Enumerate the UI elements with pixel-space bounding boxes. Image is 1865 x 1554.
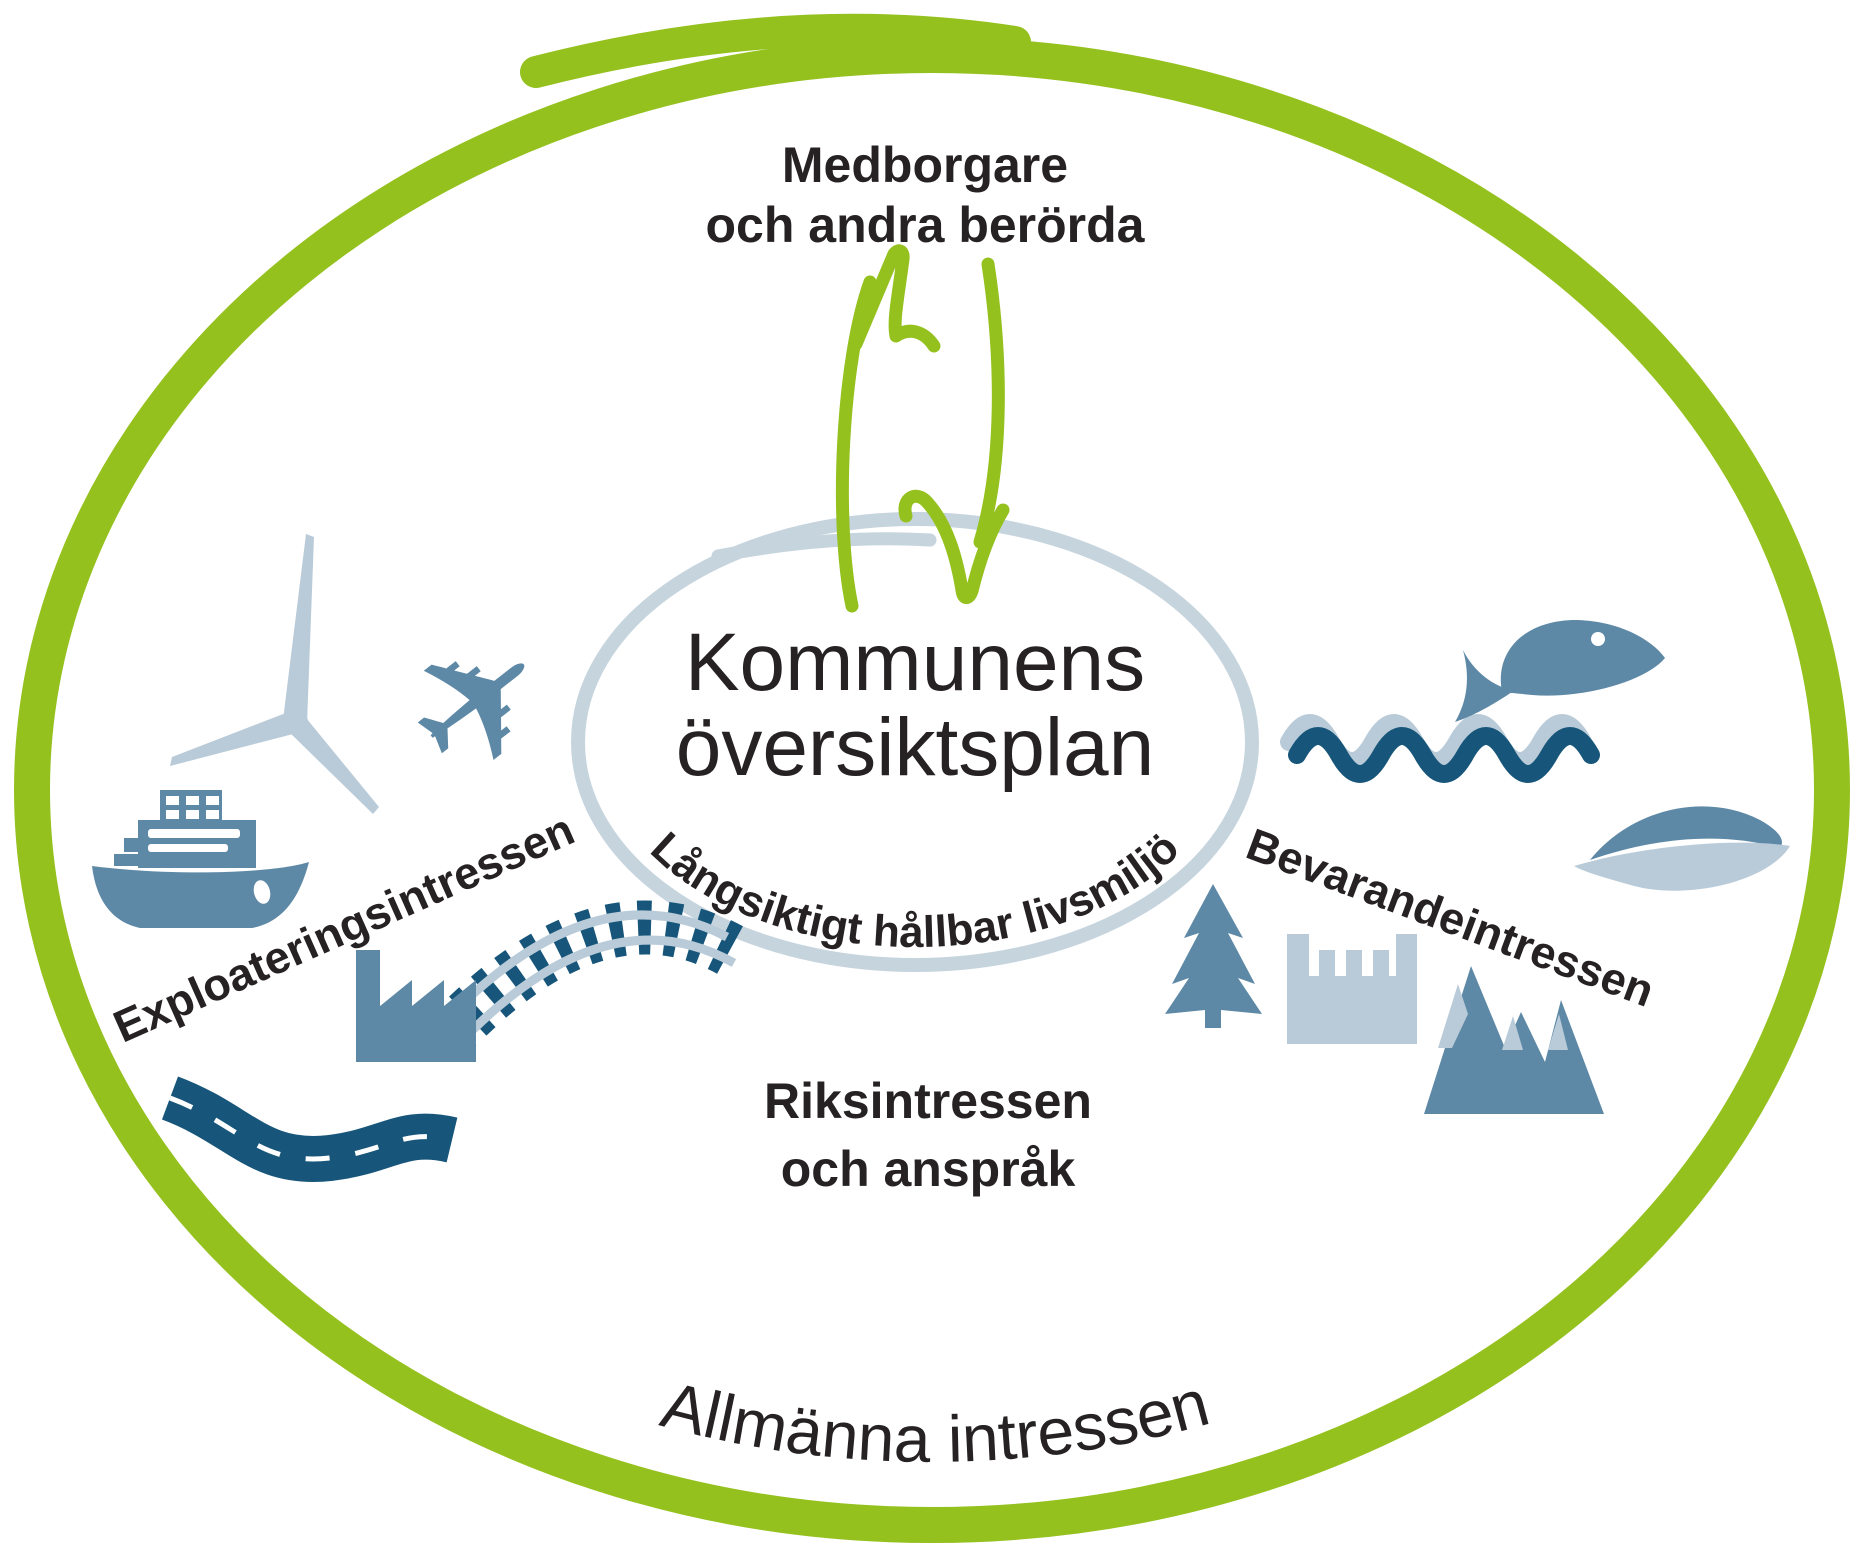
svg-text:✈: ✈ <box>367 589 589 819</box>
plan-ellipse <box>571 512 1259 972</box>
railway-icon <box>428 900 743 1055</box>
arrow-up-icon <box>835 244 941 613</box>
arrow-down-icon <box>898 257 1010 604</box>
railway-rail-outer <box>439 910 730 1027</box>
castle-wall-icon <box>1287 934 1417 1044</box>
waves-icon <box>1280 714 1600 783</box>
outer-arc-label: Allmänna intressen <box>655 1365 1217 1476</box>
ship-windows <box>148 796 271 904</box>
road-surface <box>161 1076 458 1182</box>
wave-dark <box>1288 727 1600 783</box>
plan-title-line1: Kommunens <box>685 617 1145 708</box>
fish-eye <box>1591 632 1605 646</box>
bottom-label-line2: och anspråk <box>781 1141 1076 1197</box>
mountains-icon <box>1424 966 1604 1114</box>
feedback-arrows <box>835 244 1010 613</box>
bottom-label-line1: Riksintressen <box>764 1073 1092 1129</box>
plan-title-line2: översiktsplan <box>676 702 1155 793</box>
airplane-icon: ✈ <box>367 589 589 819</box>
road-centerline <box>169 1095 453 1162</box>
text-layer: Medborgare och andra berörda Kommunens ö… <box>106 137 1661 1476</box>
fish-icon <box>1455 620 1665 722</box>
plan-ellipse-group <box>571 512 1259 972</box>
plan-ellipse-sketch-stroke <box>711 532 937 563</box>
wind-turbine-icon <box>170 534 379 814</box>
light-blue-icons <box>170 534 1417 1044</box>
railway-ties <box>428 900 743 1055</box>
top-label-line2: och andra berörda <box>706 197 1146 253</box>
railway-rail-inner <box>450 935 737 1053</box>
ship-icon <box>92 790 309 928</box>
factory-icon <box>356 950 476 1062</box>
mountain-snow <box>1438 984 1568 1050</box>
outer-boundary-ellipse <box>14 37 1850 1543</box>
spruce-tree-icon <box>1165 884 1262 1028</box>
outer-boundary-sketch-stroke <box>520 13 1031 88</box>
outer-boundary <box>14 13 1850 1543</box>
road-icon <box>161 1076 458 1182</box>
top-label-line1: Medborgare <box>782 137 1068 193</box>
leaf-icon <box>1574 806 1790 891</box>
